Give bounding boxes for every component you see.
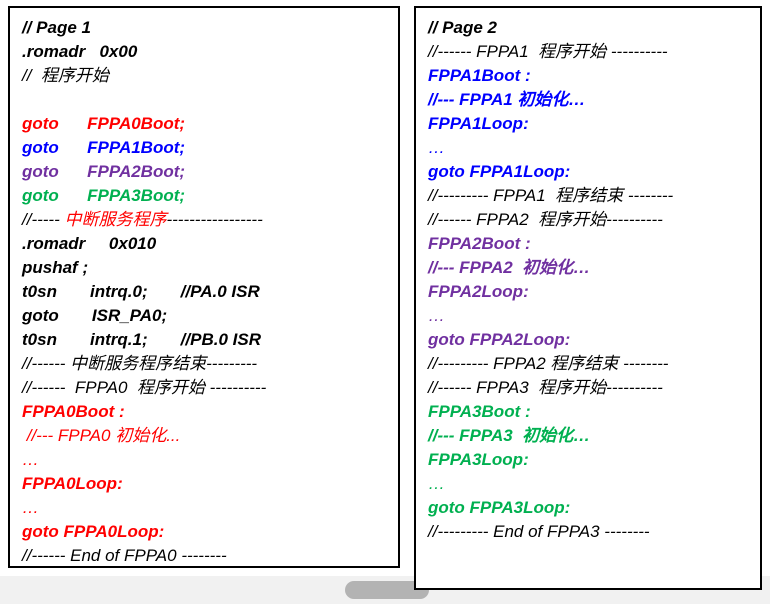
code-line: //----- 中断服务程序----------------- xyxy=(22,208,388,232)
code-line: goto FPPA0Boot; xyxy=(22,112,388,136)
code-segment: goto FPPA0Loop: xyxy=(22,522,165,541)
code-segment: //--- FPPA3 初始化… xyxy=(428,426,591,445)
code-line xyxy=(22,88,388,112)
code-line: goto FPPA1Boot; xyxy=(22,136,388,160)
code-segment: FPPA2Boot : xyxy=(428,234,531,253)
code-line: FPPA0Loop: xyxy=(22,472,388,496)
code-segment: //--------- FPPA1 程序结束 -------- xyxy=(428,186,674,205)
code-line: FPPA3Boot : xyxy=(428,400,750,424)
code-line: pushaf ; xyxy=(22,256,388,280)
code-segment: // 程序开始 xyxy=(22,66,109,85)
code-line: //--------- End of FPPA3 -------- xyxy=(428,520,750,544)
code-segment: .romadr 0x00 xyxy=(22,42,138,61)
code-segment: //--------- End of FPPA3 -------- xyxy=(428,522,650,541)
code-line: FPPA3Loop: xyxy=(428,448,750,472)
code-line: FPPA1Boot : xyxy=(428,64,750,88)
code-segment: FPPA3Loop: xyxy=(428,450,529,469)
code-segment: //--- FPPA1 初始化… xyxy=(428,90,586,109)
code-line: // 程序开始 xyxy=(22,64,388,88)
code-segment: goto FPPA1Loop: xyxy=(428,162,571,181)
code-segment: goto FPPA0Boot; xyxy=(22,114,186,133)
code-segment: //------ FPPA0 程序开始 ---------- xyxy=(22,378,267,397)
code-line: goto FPPA2Boot; xyxy=(22,160,388,184)
code-line: //--- FPPA2 初始化… xyxy=(428,256,750,280)
code-line: //--------- FPPA1 程序结束 -------- xyxy=(428,184,750,208)
code-segment: //--------- FPPA2 程序结束 -------- xyxy=(428,354,669,373)
code-segment: //--- FPPA2 初始化… xyxy=(428,258,591,277)
code-segment: goto FPPA2Boot; xyxy=(22,162,186,181)
code-segment: … xyxy=(428,474,445,493)
code-line: //------ FPPA3 程序开始---------- xyxy=(428,376,750,400)
code-line: //------ FPPA2 程序开始---------- xyxy=(428,208,750,232)
code-line: goto FPPA1Loop: xyxy=(428,160,750,184)
code-segment: t0sn intrq.1; //PB.0 ISR xyxy=(22,330,261,349)
code-line: goto FPPA3Boot; xyxy=(22,184,388,208)
code-line: FPPA2Boot : xyxy=(428,232,750,256)
code-segment: //------ FPPA3 程序开始---------- xyxy=(428,378,663,397)
code-line: … xyxy=(22,496,388,520)
code-panel-page1: // Page 1 .romadr 0x00 // 程序开始 goto FPPA0Bo… xyxy=(8,6,400,568)
code-segment: FPPA0Boot : xyxy=(22,402,125,421)
code-segment: // Page 1 xyxy=(22,18,91,37)
code-segment: FPPA1Boot : xyxy=(428,66,531,85)
code-segment: goto FPPA1Boot; xyxy=(22,138,186,157)
code-line: //--- FPPA1 初始化… xyxy=(428,88,750,112)
code-line: … xyxy=(428,136,750,160)
code-segment: t0sn intrq.0; //PA.0 ISR xyxy=(22,282,260,301)
code-segment: goto FPPA3Boot; xyxy=(22,186,186,205)
code-segment: FPPA2Loop: xyxy=(428,282,529,301)
code-line: //--------- FPPA2 程序结束 -------- xyxy=(428,352,750,376)
code-segment: // Page 2 xyxy=(428,18,497,37)
code-segment: … xyxy=(22,450,39,469)
code-line: t0sn intrq.1; //PB.0 ISR xyxy=(22,328,388,352)
code-line: goto FPPA2Loop: xyxy=(428,328,750,352)
code-line: FPPA0Boot : xyxy=(22,400,388,424)
code-segment: //------ 中断服务程序结束--------- xyxy=(22,354,258,373)
code-line: FPPA1Loop: xyxy=(428,112,750,136)
code-line: //--- FPPA3 初始化… xyxy=(428,424,750,448)
code-line: //------ FPPA1 程序开始 ---------- xyxy=(428,40,750,64)
code-line: .romadr 0x00 xyxy=(22,40,388,64)
code-segment: goto FPPA3Loop: xyxy=(428,498,571,517)
horizontal-scrollbar-thumb[interactable] xyxy=(345,581,429,599)
code-line: // Page 2 xyxy=(428,16,750,40)
code-line: goto FPPA3Loop: xyxy=(428,496,750,520)
code-line: //------ 中断服务程序结束--------- xyxy=(22,352,388,376)
code-line: .romadr 0x010 xyxy=(22,232,388,256)
code-segment: FPPA1Loop: xyxy=(428,114,529,133)
code-segment: //------ FPPA2 程序开始---------- xyxy=(428,210,663,229)
code-segment: pushaf ; xyxy=(22,258,89,277)
code-segment: … xyxy=(22,498,39,517)
code-line: // Page 1 xyxy=(22,16,388,40)
code-line: //------ FPPA0 程序开始 ---------- xyxy=(22,376,388,400)
code-line: t0sn intrq.0; //PA.0 ISR xyxy=(22,280,388,304)
code-segment: //------ FPPA1 程序开始 ---------- xyxy=(428,42,668,61)
code-segment: goto ISR_PA0; xyxy=(22,306,168,325)
code-segment: ----------------- xyxy=(166,210,263,229)
code-segment: //----- xyxy=(22,210,65,229)
code-segment: … xyxy=(428,138,445,157)
code-line: goto FPPA0Loop: xyxy=(22,520,388,544)
code-panel-page2: // Page 2 //------ FPPA1 程序开始 ---------- F… xyxy=(414,6,762,590)
code-line: goto ISR_PA0; xyxy=(22,304,388,328)
code-segment: .romadr 0x010 xyxy=(22,234,157,253)
code-line: … xyxy=(22,448,388,472)
code-segment: … xyxy=(428,306,445,325)
code-segment: //--- FPPA0 初始化... xyxy=(22,426,181,445)
code-line: FPPA2Loop: xyxy=(428,280,750,304)
code-segment: FPPA0Loop: xyxy=(22,474,123,493)
code-segment: goto FPPA2Loop: xyxy=(428,330,571,349)
code-segment: //------ End of FPPA0 -------- xyxy=(22,546,227,565)
code-line: … xyxy=(428,472,750,496)
code-line: //--- FPPA0 初始化... xyxy=(22,424,388,448)
code-line: //------ End of FPPA0 -------- xyxy=(22,544,388,566)
code-segment: FPPA3Boot : xyxy=(428,402,531,421)
code-segment: 中断服务程序 xyxy=(64,210,167,229)
code-line: … xyxy=(428,304,750,328)
